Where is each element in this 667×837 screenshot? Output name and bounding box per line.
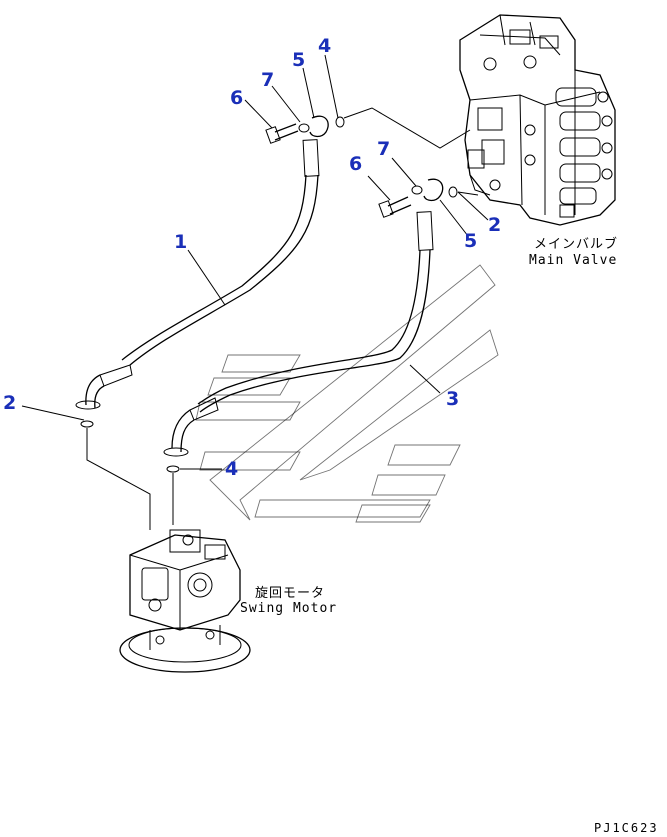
hose-3 [163,211,434,457]
fitting-set-top [265,115,345,144]
callout-6-right: 6 [349,153,362,175]
callouts: 1 2 2 3 4 4 5 5 6 6 7 7 [3,35,501,480]
callout-4-top: 4 [318,35,331,57]
main-valve-label-jp: メインバルブ [534,236,618,252]
callout-7-top: 7 [261,69,274,91]
component-labels: メインバルブ Main Valve 旋回モータ Swing Motor [240,236,618,616]
motor-orings [80,420,180,473]
callout-3: 3 [446,388,459,410]
callout-4-bottom: 4 [225,458,238,480]
callout-5-top: 5 [292,49,305,71]
reference-lines [86,107,479,530]
fitting-set-right [378,178,458,218]
callout-2-left: 2 [3,392,16,414]
hose-1 [75,139,320,410]
callout-5-right: 5 [464,230,477,252]
swing-motor-label-jp: 旋回モータ [255,586,325,601]
callout-6-top: 6 [230,87,243,109]
callout-1: 1 [174,231,187,253]
swing-motor-drawing [119,529,251,673]
figure-code: PJ1C623 [594,821,659,835]
main-valve-drawing [459,14,616,226]
main-valve-label-en: Main Valve [529,253,617,268]
swing-motor-label-en: Swing Motor [240,601,337,616]
callout-7-right: 7 [377,138,390,160]
callout-2-right: 2 [488,214,501,236]
leader-lines [21,54,489,421]
